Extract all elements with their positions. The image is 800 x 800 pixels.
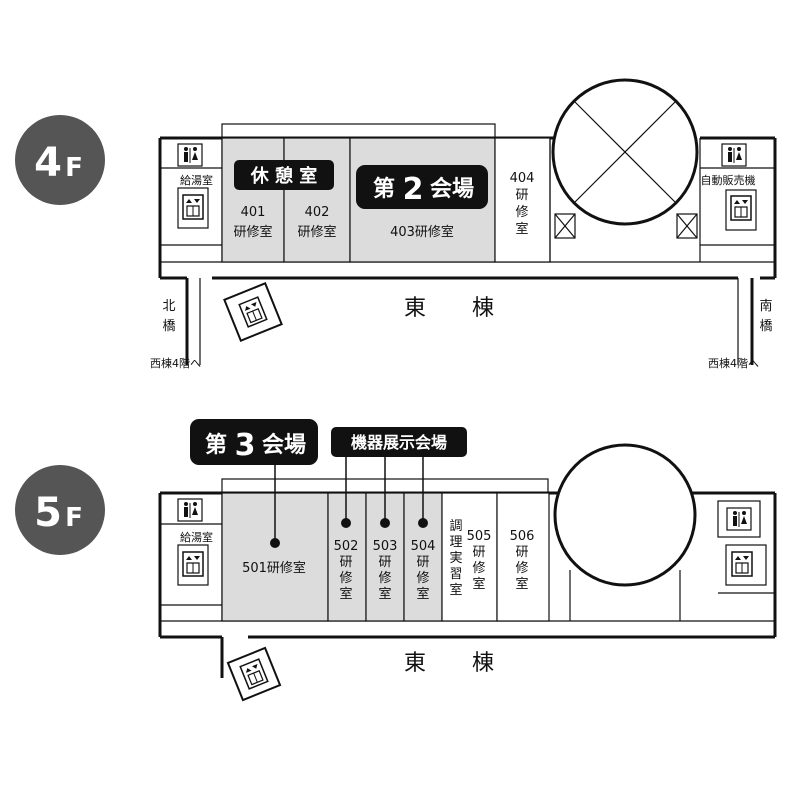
room-403-name: 403研修室 (390, 224, 454, 240)
badge-rest-room: 休 憩 室 (234, 160, 334, 190)
room-char: 研 (472, 545, 485, 560)
north-bridge-char: 橋 (162, 319, 175, 334)
cooking-room-char: 実 (449, 550, 462, 566)
room-char: 研 (378, 555, 391, 570)
room-501-name: 501研修室 (242, 560, 306, 576)
floor-5f-suffix: F (65, 503, 83, 533)
cooking-room-char: 調 (449, 519, 462, 534)
floor-4f-badge[interactable]: 4 F (15, 115, 105, 205)
room-char: 修 (378, 571, 391, 586)
elevator-icon (182, 194, 204, 220)
elevator-icon (731, 551, 753, 577)
service-left-5f: 給湯室 (160, 493, 223, 621)
badge-venue-2-suffix: 会場 (430, 176, 474, 202)
west-link-right[interactable]: 西棟4階へ (708, 356, 759, 370)
floor-5f-number: 5 (34, 490, 62, 536)
building-name-4f: 東 棟 (404, 296, 506, 321)
room-402[interactable] (283, 137, 351, 263)
badge-venue-2-prefix: 第 (373, 176, 395, 202)
restroom-icon (721, 143, 747, 167)
floor-4f-suffix: F (65, 153, 83, 183)
building-name-5f: 東 棟 (404, 651, 506, 676)
room-char: 室 (378, 586, 391, 602)
vending-machine-4f: 自動販売機 (701, 173, 756, 187)
badge-venue-3-number: 3 (235, 428, 256, 463)
room-404-number: 404 (510, 171, 535, 186)
room-404-char: 修 (515, 205, 528, 220)
room-404[interactable] (494, 137, 551, 263)
badge-rest-room-text: 休 憩 室 (250, 165, 318, 187)
floor-4f: 4 F (15, 78, 777, 370)
room-char: 修 (339, 571, 352, 586)
elevator-rotated-4f (223, 282, 283, 342)
room-char: 室 (472, 576, 485, 592)
room-401[interactable] (221, 137, 285, 263)
atrium-5f (553, 443, 697, 621)
floor-5f-badge[interactable]: 5 F (15, 465, 105, 555)
room-502[interactable] (327, 492, 367, 622)
kyutoshitsu-5f: 給湯室 (180, 530, 213, 544)
south-bridge-char: 橋 (759, 319, 772, 334)
room-401-name: 研修室 (233, 224, 272, 240)
room-502-number: 502 (334, 539, 359, 554)
room-char: 室 (416, 586, 429, 602)
cooking-room-char: 理 (449, 535, 462, 550)
elevator-rotated-5f (226, 646, 282, 702)
south-bridge-char: 南 (759, 298, 772, 314)
room-char: 研 (515, 545, 528, 560)
room-char: 修 (515, 561, 528, 576)
restroom-icon (177, 498, 203, 522)
elevator-icon (730, 195, 752, 221)
service-right-5f (717, 500, 775, 594)
badge-venue-2-number: 2 (403, 172, 424, 207)
floor-5f: 5 F 第 3 会場 機器展示会場 (15, 419, 777, 702)
service-right-4f: 自動販売機 (700, 143, 775, 231)
elevator-icon (182, 551, 204, 577)
room-505[interactable] (441, 492, 498, 622)
badge-venue-2: 第 2 会場 (356, 165, 488, 209)
room-404-char: 研 (515, 188, 528, 203)
room-402-name: 研修室 (297, 224, 336, 240)
room-503-number: 503 (373, 539, 398, 554)
room-401-number: 401 (241, 205, 266, 220)
cooking-room-char: 室 (449, 582, 462, 598)
room-505-number: 505 (467, 529, 492, 544)
bridge-south-4f (737, 278, 754, 365)
cooking-room-char: 習 (449, 567, 462, 582)
room-404-char: 室 (515, 221, 528, 237)
room-char: 研 (416, 555, 429, 570)
room-char: 室 (339, 586, 352, 602)
west-link-left[interactable]: 西棟4階へ (150, 356, 201, 370)
badge-exhibit: 機器展示会場 (331, 427, 467, 457)
atrium-4f (549, 78, 701, 262)
badge-exhibit-text: 機器展示会場 (351, 433, 447, 452)
badge-venue-3-suffix: 会場 (262, 432, 306, 458)
badge-venue-3: 第 3 会場 (190, 419, 318, 465)
room-506[interactable] (496, 492, 550, 622)
room-402-number: 402 (305, 205, 330, 220)
service-left-4f: 給湯室 (160, 138, 223, 262)
badge-venue-3-prefix: 第 (205, 432, 227, 458)
kyutoshitsu-4f: 給湯室 (180, 173, 213, 187)
floor-4f-number: 4 (34, 140, 62, 186)
room-char: 研 (339, 555, 352, 570)
north-bridge-char: 北 (162, 299, 175, 314)
room-char: 修 (472, 561, 485, 576)
room-504-number: 504 (411, 539, 436, 554)
room-char: 室 (515, 576, 528, 592)
restroom-icon (726, 507, 752, 531)
room-506-number: 506 (510, 529, 535, 544)
bridge-north-4f (185, 276, 222, 365)
room-char: 修 (416, 571, 429, 586)
restroom-icon (177, 143, 203, 167)
